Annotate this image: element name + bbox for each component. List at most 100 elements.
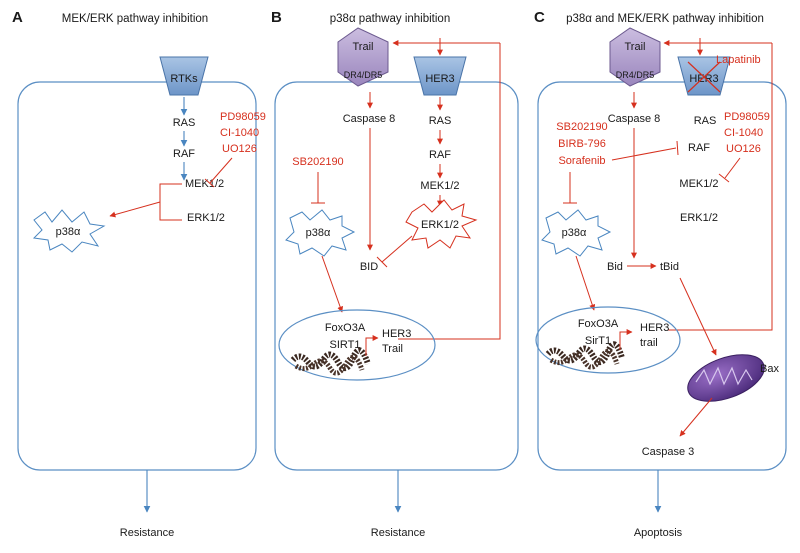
erk-inhibits-bid-line bbox=[381, 235, 413, 263]
p38-to-foxo-arrow bbox=[321, 255, 344, 313]
trail-label: Trail bbox=[625, 41, 646, 53]
trail-receptor bbox=[337, 27, 389, 87]
bax-to-caspase3-arrow bbox=[679, 397, 713, 437]
her3-gene-label: HER3 bbox=[640, 322, 669, 334]
cell-membrane bbox=[17, 81, 257, 471]
p38-inhibitor-sorafenib: Sorafenib bbox=[558, 155, 605, 167]
trail-receptor bbox=[609, 27, 661, 87]
bax-label: Bax bbox=[760, 363, 779, 375]
feedback-loop-line bbox=[668, 43, 773, 331]
ras-label: RAS bbox=[429, 115, 452, 127]
her3-receptor bbox=[677, 56, 731, 96]
gene-expression-arrow bbox=[365, 335, 379, 356]
mek-inhibition-line bbox=[209, 157, 233, 184]
erk-label: ERK1/2 bbox=[680, 212, 718, 224]
nucleus bbox=[535, 306, 681, 374]
nucleus bbox=[278, 309, 436, 381]
panel-letter: B bbox=[271, 9, 282, 26]
p38-inhibitor-birb796: BIRB-796 bbox=[558, 138, 606, 150]
mitochondrion-cristae bbox=[695, 366, 753, 386]
inhibitor-sb202190: SB202190 bbox=[292, 156, 343, 168]
p38-label: p38α bbox=[306, 227, 331, 239]
caspase8-label: Caspase 8 bbox=[608, 113, 661, 125]
panel-c: C p38α and MEK/ERK pathway inhibition Tr… bbox=[534, 9, 787, 539]
panel-title: p38α pathway inhibition bbox=[330, 13, 450, 25]
panel-title: MEK/ERK pathway inhibition bbox=[62, 13, 208, 25]
lapatinib-label: Lapatinib bbox=[716, 54, 761, 66]
erk-starburst bbox=[405, 199, 478, 249]
inhibition-bar bbox=[376, 256, 388, 268]
her3-gene-label: HER3 bbox=[382, 328, 411, 340]
her3-blocked-cross bbox=[687, 61, 721, 93]
dr-label: DR4/DR5 bbox=[344, 70, 383, 80]
panel-b: B p38α pathway inhibition Trail DR4/DR5 … bbox=[271, 9, 519, 539]
ras-label: RAS bbox=[173, 117, 196, 129]
p38-label: p38α bbox=[56, 226, 81, 238]
rtks-label: RTKs bbox=[170, 73, 198, 85]
mek-label: MEK1/2 bbox=[185, 178, 224, 190]
dna-strand bbox=[294, 354, 365, 376]
gene-expression-arrow bbox=[619, 329, 633, 350]
panel-letter: C bbox=[534, 9, 545, 26]
dna-strand bbox=[549, 348, 620, 370]
her3-label: HER3 bbox=[689, 73, 718, 85]
mek-label: MEK1/2 bbox=[679, 178, 718, 190]
cell-membrane bbox=[274, 81, 519, 471]
sirt-label: SirT1 bbox=[585, 335, 611, 347]
her3-label: HER3 bbox=[425, 73, 454, 85]
p38-starburst bbox=[285, 209, 356, 257]
trail-gene-label: trail bbox=[640, 337, 658, 349]
p38-to-foxo-arrow bbox=[575, 255, 596, 311]
mek-inhibitor-pd98059: PD98059 bbox=[724, 111, 770, 123]
dr-label: DR4/DR5 bbox=[616, 70, 655, 80]
cell-membrane bbox=[537, 81, 787, 471]
p38-label: p38α bbox=[562, 227, 587, 239]
panel-letter: A bbox=[12, 9, 23, 26]
sirt-label: SIRT1 bbox=[330, 339, 361, 351]
inhibition-bar bbox=[204, 178, 215, 188]
bid-label: BID bbox=[360, 261, 378, 273]
panel-a: A MEK/ERK pathway inhibition RTKs RAS RA… bbox=[12, 9, 266, 539]
raf-label: RAF bbox=[173, 148, 195, 160]
erk-label: ERK1/2 bbox=[187, 212, 225, 224]
mek-erk-bracket bbox=[159, 183, 182, 221]
outcome-label: Apoptosis bbox=[634, 527, 683, 539]
mek-inhibition-line bbox=[724, 157, 741, 179]
caspase8-label: Caspase 8 bbox=[343, 113, 396, 125]
outcome-label: Resistance bbox=[371, 527, 425, 539]
inhibition-bar bbox=[676, 140, 679, 156]
erk-label: ERK1/2 bbox=[421, 219, 459, 231]
outcome-label: Resistance bbox=[120, 527, 174, 539]
raf-label: RAF bbox=[429, 149, 451, 161]
trail-label: Trail bbox=[353, 41, 374, 53]
p38-starburst bbox=[32, 209, 106, 253]
inhibitor-ci1040: CI-1040 bbox=[220, 127, 259, 139]
mek-label: MEK1/2 bbox=[420, 180, 459, 192]
p38-starburst bbox=[541, 209, 612, 257]
ras-label: RAS bbox=[694, 115, 717, 127]
foxo-label: FoxO3A bbox=[578, 318, 619, 330]
inhibitor-pd98059: PD98059 bbox=[220, 111, 266, 123]
raf-inhibition-line bbox=[611, 147, 677, 161]
dna-helix bbox=[290, 347, 371, 371]
inhibition-bar bbox=[718, 173, 730, 183]
erk-to-p38-arrow bbox=[109, 201, 161, 218]
mitochondrion bbox=[687, 354, 765, 402]
trail-gene-label: Trail bbox=[382, 343, 403, 355]
tbid-label: tBid bbox=[660, 261, 679, 273]
mek-inhibitor-uo126: UO126 bbox=[726, 143, 761, 155]
her3-receptor bbox=[413, 56, 467, 96]
dna-helix bbox=[545, 341, 625, 365]
raf-label: RAF bbox=[688, 142, 710, 154]
p38-inhibitor-sb202190: SB202190 bbox=[556, 121, 607, 133]
caspase3-label: Caspase 3 bbox=[642, 446, 695, 458]
foxo-label: FoxO3A bbox=[325, 322, 366, 334]
panel-title: p38α and MEK/ERK pathway inhibition bbox=[566, 13, 764, 25]
feedback-loop-line bbox=[398, 43, 501, 340]
rtk-receptor bbox=[159, 56, 209, 96]
inhibitor-uo126: UO126 bbox=[222, 143, 257, 155]
bid-label: Bid bbox=[607, 261, 623, 273]
tbid-to-bax-arrow bbox=[679, 277, 717, 356]
mek-inhibitor-ci1040: CI-1040 bbox=[724, 127, 763, 139]
